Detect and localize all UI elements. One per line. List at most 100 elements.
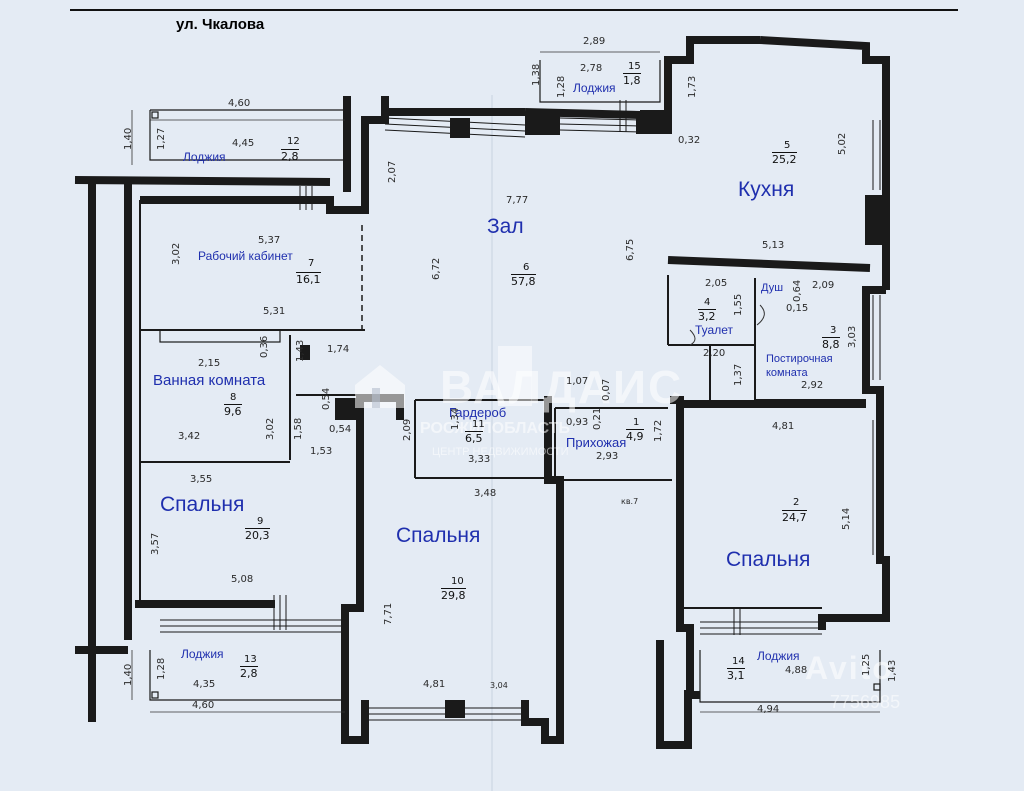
dim-label: 0,15 bbox=[786, 303, 809, 314]
room-num-bedroom-right: 2 bbox=[793, 497, 800, 508]
dim-label: 1,38 bbox=[531, 63, 542, 86]
dim-label: 1,55 bbox=[733, 293, 744, 316]
room-area-loggia-13: 2,8 bbox=[240, 666, 258, 680]
dim-label: 3,42 bbox=[178, 431, 201, 442]
dim-label: 1,43 bbox=[887, 659, 898, 682]
dim-label: 5,14 bbox=[841, 507, 852, 530]
room-num-loggia-15: 15 bbox=[628, 61, 641, 72]
dim-label: 0,54 bbox=[321, 387, 332, 410]
room-name-bedroom-left: Спальня bbox=[160, 493, 245, 516]
dim-label: 1,72 bbox=[653, 419, 664, 442]
room-num-bedroom-left: 9 bbox=[257, 516, 264, 527]
dim-label: 1,27 bbox=[156, 127, 167, 150]
dim-label: 4,88 bbox=[785, 665, 808, 676]
dim-label: 7,77 bbox=[506, 195, 529, 206]
dim-label: 0,64 bbox=[792, 279, 803, 302]
dim-label: 1,28 bbox=[156, 657, 167, 680]
room-num-bathroom: 8 bbox=[230, 392, 237, 403]
dim-label: 2,09 bbox=[402, 418, 413, 441]
dim-label: 4,35 bbox=[193, 679, 216, 690]
dim-label: 2,20 bbox=[703, 348, 726, 359]
dim-label: 4,81 bbox=[772, 421, 795, 432]
room-num-loggia-14: 14 bbox=[732, 656, 745, 667]
room-area-loggia-14: 3,1 bbox=[727, 668, 745, 682]
dim-label: 5,08 bbox=[231, 574, 254, 585]
room-name-hall: Зал bbox=[487, 215, 524, 238]
dim-label: 1,37 bbox=[733, 363, 744, 386]
dim-label: 0,07 bbox=[601, 378, 612, 401]
room-name-loggia-15: Лоджия bbox=[573, 81, 616, 95]
room-num-loggia-12: 12 bbox=[287, 136, 300, 147]
dim-label: 3,48 bbox=[474, 488, 497, 499]
wall-blocks bbox=[300, 110, 885, 718]
dim-label: 0,54 bbox=[329, 424, 352, 435]
room-name-toilet: Туалет bbox=[695, 323, 733, 337]
watermark-logo-text: ВАЛДАИС bbox=[440, 361, 684, 413]
room-area-hall: 57,8 bbox=[511, 274, 536, 288]
room-name-study: Рабочий кабинет bbox=[198, 249, 293, 263]
dim-label: 0,32 bbox=[678, 135, 701, 146]
dim-label: 1,40 bbox=[123, 127, 134, 150]
room-area-bedroom-right: 24,7 bbox=[782, 510, 807, 524]
room-name-kitchen: Кухня bbox=[738, 178, 795, 201]
dim-label: 2,78 bbox=[580, 63, 603, 74]
dim-label: 1,58 bbox=[293, 417, 304, 440]
room-name-loggia-14: Лоджия bbox=[757, 649, 800, 663]
dim-label: 2,05 bbox=[705, 278, 728, 289]
dim-label: 0,93 bbox=[566, 417, 589, 428]
inner-walls bbox=[139, 200, 866, 609]
dim-label: 1,25 bbox=[861, 653, 872, 676]
dim-label: 5,02 bbox=[837, 132, 848, 155]
watermark-corner-brand: Avito bbox=[805, 650, 894, 686]
dim-label: 1,73 bbox=[687, 75, 698, 98]
street-name: ул. Чкалова bbox=[176, 16, 265, 33]
dim-label: 0,36 bbox=[259, 335, 270, 358]
room-num-study: 7 bbox=[308, 258, 315, 269]
dim-label: 3,02 bbox=[171, 242, 182, 265]
room-area-laundry: 8,8 bbox=[822, 337, 840, 351]
dim-label: 4,60 bbox=[228, 98, 251, 109]
dim-label: 1,53 bbox=[310, 446, 333, 457]
dim-label: 1,74 bbox=[327, 344, 350, 355]
dim-label: 6,72 bbox=[431, 257, 442, 280]
room-name-loggia-12: Лоджия bbox=[183, 150, 226, 164]
room-num-laundry: 3 bbox=[830, 325, 837, 336]
dim-label: 2,09 bbox=[812, 280, 835, 291]
dim-label: 2,07 bbox=[387, 160, 398, 183]
room-area-bathroom: 9,6 bbox=[224, 404, 242, 418]
dim-label: 0,21 bbox=[592, 407, 603, 430]
dim-label: 4,60 bbox=[192, 700, 215, 711]
room-name-bedroom-mid: Спальня bbox=[396, 524, 481, 547]
dim-label: 2,93 bbox=[596, 451, 619, 462]
room-area-bedroom-mid: 29,8 bbox=[441, 588, 466, 602]
room-num-toilet: 4 bbox=[704, 297, 711, 308]
loggia-outlines bbox=[149, 60, 881, 703]
room-num-hallway: 1 bbox=[633, 417, 640, 428]
watermark-sub-text: РОСЖИЛОБЛАСТЬ bbox=[420, 420, 571, 437]
room-num-wardrobe: 11 bbox=[472, 419, 485, 430]
dim-label: 3,02 bbox=[265, 417, 276, 440]
room-area-toilet: 3,2 bbox=[698, 309, 716, 323]
watermark-house-icon bbox=[350, 360, 410, 410]
dim-label: 5,13 bbox=[762, 240, 785, 251]
room-name-bedroom-right: Спальня bbox=[726, 548, 811, 571]
room-area-loggia-12: 2,8 bbox=[281, 149, 299, 163]
dim-label: 4,94 bbox=[757, 704, 780, 715]
dim-label: 3,57 bbox=[150, 532, 161, 555]
room-name-bathroom: Ванная комната bbox=[153, 372, 266, 389]
dim-label: 4,81 bbox=[423, 679, 446, 690]
dim-label: 3,04 bbox=[490, 681, 508, 690]
room-name-hallway: Прихожая bbox=[566, 435, 627, 450]
door-swings bbox=[689, 304, 765, 346]
room-num-loggia-13: 13 bbox=[244, 654, 257, 665]
room-num-bedroom-mid: 10 bbox=[451, 576, 464, 587]
dim-label: кв.7 bbox=[621, 497, 639, 506]
room-num-kitchen: 5 bbox=[784, 140, 791, 151]
dim-label: 7,71 bbox=[383, 602, 394, 625]
dim-label: 1,40 bbox=[123, 663, 134, 686]
room-area-bedroom-left: 20,3 bbox=[245, 528, 270, 542]
dim-label: 2,92 bbox=[801, 380, 824, 391]
watermark-building-icon bbox=[498, 346, 532, 406]
